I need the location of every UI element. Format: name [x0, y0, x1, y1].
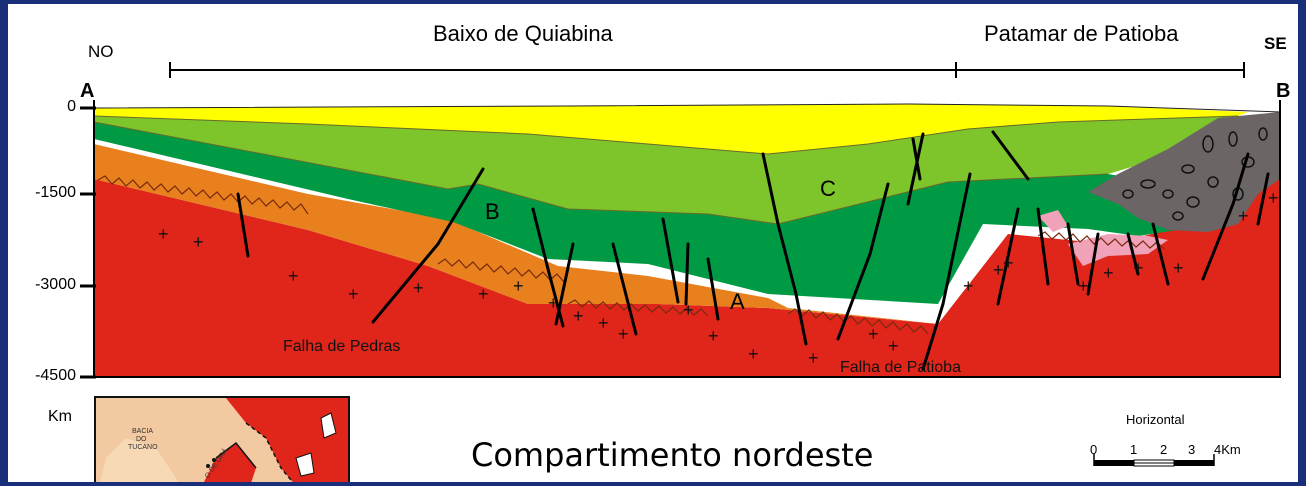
- svg-text:+: +: [1003, 253, 1014, 273]
- depth-unit: Km: [48, 408, 72, 425]
- region-brackets: [169, 62, 1245, 78]
- svg-text:+: +: [1238, 206, 1249, 226]
- svg-text:+: +: [1268, 188, 1279, 208]
- svg-text:+: +: [1173, 258, 1184, 278]
- svg-text:+: +: [573, 306, 584, 326]
- unit-pink: [1038, 210, 1068, 232]
- scale-tick-1: 1: [1130, 442, 1138, 457]
- basement-red: [94, 169, 1280, 376]
- svg-text:+: +: [748, 344, 759, 364]
- unit-light-green: [94, 116, 1238, 224]
- unit-yellow: [94, 104, 1248, 154]
- surface-line: [93, 103, 1281, 113]
- fault-label-patioba: Falha de Patioba: [840, 359, 961, 376]
- section-point-a: A: [80, 80, 95, 102]
- section-point-b: B: [1276, 80, 1291, 102]
- svg-text:+: +: [708, 326, 719, 346]
- inset-location-map: BACIA DO TUCANO O DE ORÁ: [94, 396, 350, 482]
- svg-text:+: +: [993, 260, 1004, 280]
- inset-basin-label-2: DO: [136, 436, 147, 443]
- figure-title: Compartimento nordeste: [471, 436, 874, 474]
- scale-tick-4km: 4Km: [1214, 442, 1241, 457]
- unit-label-a: A: [730, 289, 745, 314]
- svg-text:+: +: [548, 293, 559, 313]
- svg-text:+: +: [618, 324, 629, 344]
- svg-text:+: +: [598, 313, 609, 333]
- svg-text:+: +: [868, 324, 879, 344]
- unit-label-c: C: [820, 176, 836, 201]
- region-label-patioba: Patamar de Patioba: [984, 21, 1179, 46]
- scale-tick-2: 2: [1160, 442, 1168, 457]
- depth-ticks: [80, 106, 96, 379]
- scale-bar: [1093, 454, 1215, 467]
- svg-text:+: +: [348, 284, 359, 304]
- svg-text:+: +: [683, 300, 694, 320]
- section-frame: [93, 100, 1281, 378]
- inset-basin-label-3: TUCANO: [128, 444, 158, 451]
- depth-tick-0: 0: [67, 98, 76, 115]
- boundaries: [93, 115, 1239, 225]
- svg-text:+: +: [478, 284, 489, 304]
- fault-label-pedras: Falha de Pedras: [283, 338, 401, 355]
- direction-se: SE: [1264, 34, 1287, 53]
- scale-label: Horizontal: [1126, 412, 1185, 427]
- scale-tick-3: 3: [1188, 442, 1196, 457]
- faults: [236, 130, 1270, 371]
- svg-text:+: +: [158, 224, 169, 244]
- direction-nw: NO: [88, 42, 114, 61]
- inset-basin-label-1: BACIA: [132, 428, 154, 435]
- svg-text:+: +: [193, 232, 204, 252]
- svg-text:+: +: [1133, 258, 1144, 278]
- scale-tick-0: 0: [1090, 442, 1098, 457]
- svg-text:+: +: [1103, 263, 1114, 283]
- svg-text:+: +: [888, 336, 899, 356]
- depth-tick-1500: -1500: [35, 184, 76, 201]
- depth-tick-4500: -4500: [35, 367, 76, 384]
- svg-text:+: +: [808, 348, 819, 368]
- svg-text:+: +: [413, 278, 424, 298]
- basement-symbols: ++ ++ ++ ++ ++ ++ ++ ++ ++ ++ ++ ++ ++: [158, 188, 1279, 368]
- unit-orange: [94, 144, 938, 324]
- depth-tick-3000: -3000: [35, 276, 76, 293]
- unit-dark-green: [94, 122, 1228, 304]
- svg-text:+: +: [288, 266, 299, 286]
- inset-map-drawing: [100, 398, 348, 482]
- figure-frame: ++ ++ ++ ++ ++ ++ ++ ++ ++ ++ ++ ++ ++: [8, 4, 1298, 482]
- cross-section: ++ ++ ++ ++ ++ ++ ++ ++ ++ ++ ++ ++ ++: [80, 62, 1281, 467]
- unit-label-b: B: [485, 199, 500, 224]
- svg-text:+: +: [963, 276, 974, 296]
- svg-text:+: +: [513, 276, 524, 296]
- region-label-quiabina: Baixo de Quiabina: [433, 21, 613, 46]
- svg-text:+: +: [1078, 276, 1089, 296]
- unconformities: [97, 175, 1165, 335]
